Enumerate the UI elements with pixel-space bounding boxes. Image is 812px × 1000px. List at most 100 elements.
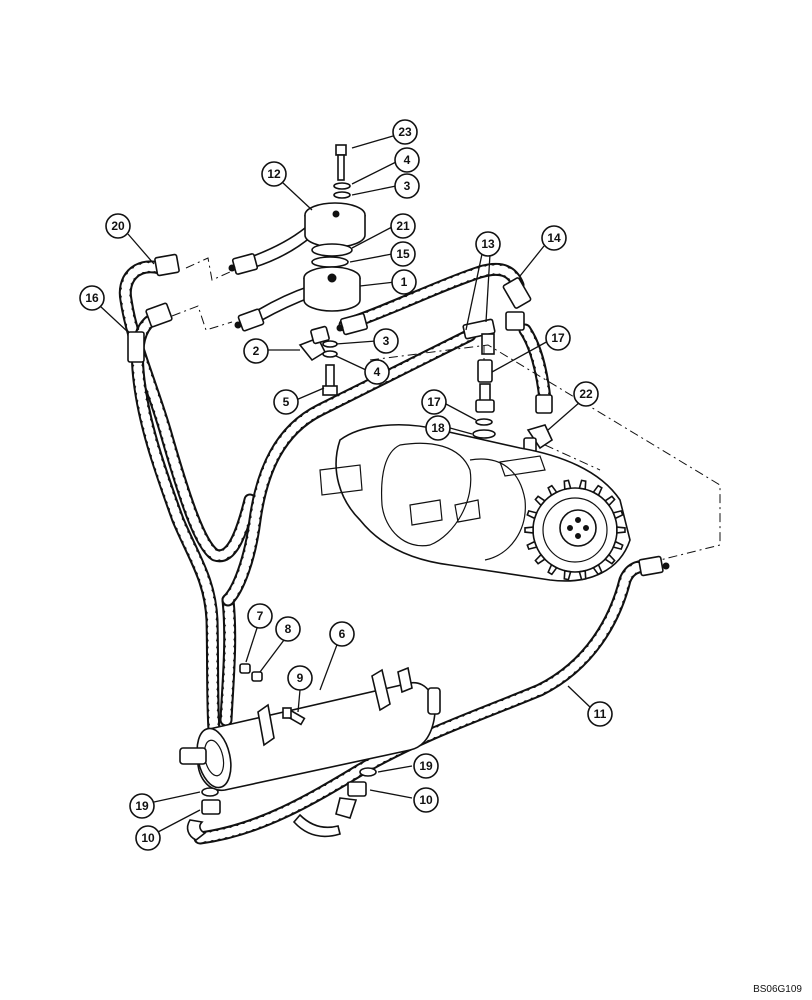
washer-3-top [333,191,351,199]
callout-18: 18 [425,415,451,441]
callout-7-label: 7 [257,609,264,623]
callout-13-label: 13 [481,237,495,251]
fittings-bottom [186,555,670,841]
sprocket-tooth [526,540,538,551]
callout-15-label: 15 [396,247,410,261]
block-12 [304,202,366,248]
pipe-12 [246,226,314,269]
sprocket-teeth [524,479,626,581]
oil-cooler-6 [179,663,441,791]
fitting-14 [502,277,532,331]
callout-22-label: 22 [579,387,593,401]
callout-6-label: 6 [339,627,346,641]
callout-10a: 10 [135,825,161,851]
callout-15: 15 [390,241,416,267]
sprocket-tooth [616,526,626,534]
callout-5-label: 5 [283,395,290,409]
sprocket-tooth [604,553,616,565]
fitting-10-left [186,799,221,841]
sprocket-tooth [578,479,587,491]
bolt-9 [282,707,306,726]
callout-19a: 19 [129,793,155,819]
sprocket-tooth [547,484,558,497]
callout-1-label: 1 [401,275,408,289]
callout-13: 13 [475,231,501,257]
callout-16: 16 [79,285,105,311]
callout-7: 7 [247,603,273,629]
callout-8-label: 8 [285,622,292,636]
block-1 [303,266,361,312]
callout-17b-label: 17 [427,395,441,409]
sprocket-tooth [578,569,587,581]
sprocket-tooth [563,479,572,491]
callout-6: 6 [329,621,355,647]
seal-21 [311,243,353,257]
axle-assembly [319,424,631,582]
callout-19b-label: 19 [419,759,433,773]
drawing-code: BS06G109 [753,984,802,995]
sprocket [524,479,626,581]
callout-21-label: 21 [396,219,410,233]
callout-19b: 19 [413,753,439,779]
callout-9: 9 [287,665,313,691]
callout-17b: 17 [421,389,447,415]
callout-10b: 10 [413,787,439,813]
callout-20-label: 20 [111,219,125,233]
sprocket-tooth [612,540,624,551]
callout-5: 5 [273,389,299,415]
callout-16-label: 16 [85,291,99,305]
pipe-lower-elbow [292,813,341,838]
pipe-1-nut [237,308,265,332]
callout-3a-label: 3 [404,179,411,193]
hose-14-nut [339,312,369,336]
fittings-top [127,144,554,453]
elbow-22 [523,424,554,453]
callouts: 23 4 3 12 21 15 1 20 16 13 14 3 2 4 17 5… [79,119,613,851]
hose-11-nut [638,555,664,577]
washer-18 [472,429,496,439]
cooler-bracket-center [371,668,391,712]
callout-8: 8 [275,616,301,642]
callout-3b-label: 3 [383,334,390,348]
callout-22: 22 [573,381,599,407]
callout-17a-label: 17 [551,331,565,345]
callout-3b: 3 [373,328,399,354]
callout-10b-label: 10 [419,793,433,807]
callout-4b-label: 4 [374,365,381,379]
seal-15 [311,256,349,268]
washer-4-top [333,182,351,190]
callout-14-label: 14 [547,231,561,245]
callout-19a-label: 19 [135,799,149,813]
callout-10a-label: 10 [141,831,155,845]
callout-18-label: 18 [431,421,445,435]
callout-11: 11 [587,701,613,727]
sprocket-tooth [592,563,603,576]
washer-4-lower [322,350,338,358]
callout-4b: 4 [364,359,390,385]
callout-20: 20 [105,213,131,239]
pipe-12-nut [231,253,259,275]
washer-19-left [201,787,219,797]
sprocket-tooth [534,553,546,565]
sprocket-tooth [534,495,546,507]
sprocket-tooth [612,509,624,520]
callout-11-label: 11 [594,707,607,721]
bolt-23 [335,144,347,181]
elbow-2 [298,325,330,362]
center-lines [171,257,721,561]
callout-4a: 4 [394,147,420,173]
hose-16-nut [145,302,173,328]
washer-17-lower [475,418,493,426]
cooler-bracket-right [397,666,413,694]
cooler-bracket-left [257,703,275,747]
sprocket-tooth [592,484,603,497]
hose-right-nut [535,394,553,414]
sprocket-tooth [563,569,572,581]
callout-2-label: 2 [253,344,260,358]
callout-2: 2 [243,338,269,364]
fitting-10-right [335,781,367,819]
sprocket-tooth [526,509,538,520]
callout-23a-label: 23 [398,125,412,139]
callout-12-label: 12 [267,167,281,181]
callout-9-label: 9 [297,671,304,685]
